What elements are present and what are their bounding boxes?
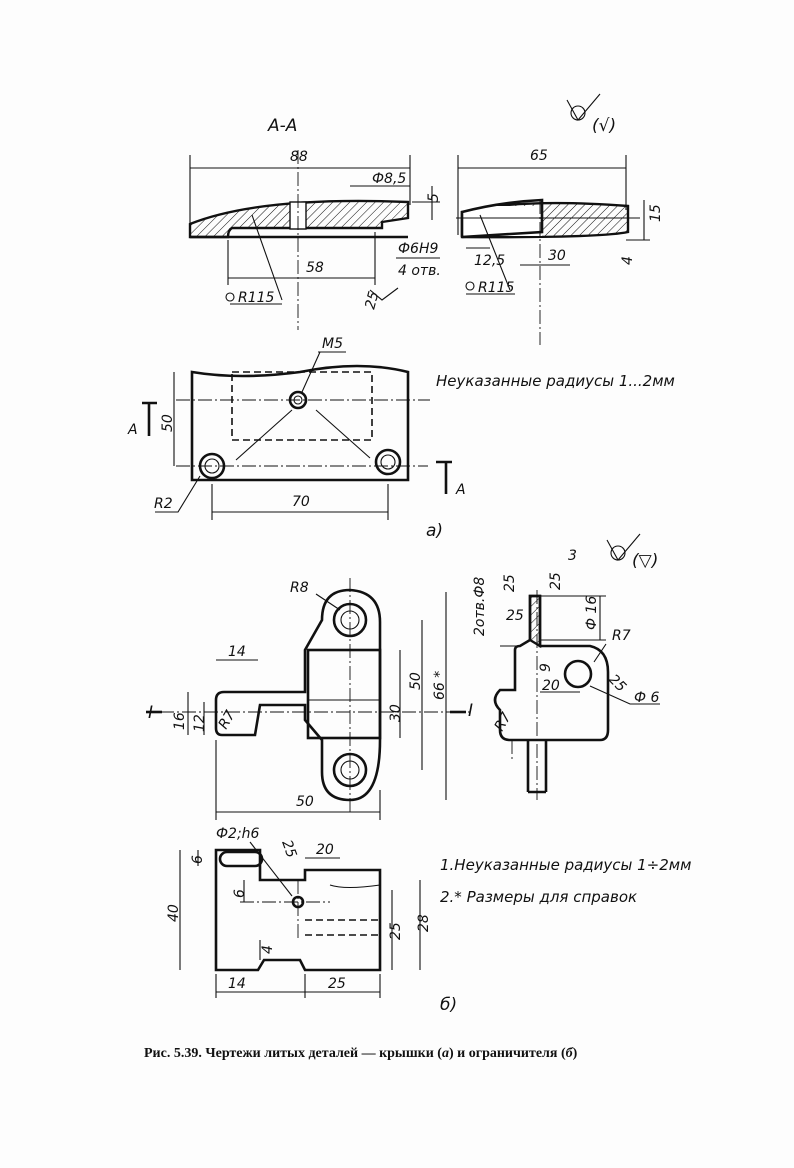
svg-text:25: 25 [506, 608, 524, 624]
part-a-plan-view: М5 50 70 R2 А А Неуказанные радиусы 1...… [127, 336, 675, 541]
svg-text:30: 30 [388, 704, 404, 722]
svg-text:25: 25 [502, 574, 518, 592]
svg-text:50: 50 [408, 672, 424, 690]
svg-text:3: 3 [568, 548, 577, 564]
svg-text:14: 14 [228, 644, 246, 660]
part-b-front-view: R8 14 16 12 R7 30 50 66 * 50 I I [146, 578, 473, 820]
svg-text:4: 4 [260, 945, 276, 954]
note-b-1: 1.Неуказанные радиусы 1÷2мм [440, 856, 691, 874]
svg-text:25: 25 [388, 922, 404, 940]
svg-text:12,5: 12,5 [474, 253, 505, 269]
mount-hole-right [374, 448, 402, 476]
svg-text:9: 9 [538, 663, 554, 672]
svg-text:(▽): (▽) [632, 551, 658, 571]
section-aa-label: А-А [267, 116, 297, 136]
view-label-a: а) [426, 521, 443, 541]
svg-text:25: 25 [278, 838, 299, 860]
svg-text:2отв.Ф8: 2отв.Ф8 [472, 577, 488, 636]
note-b-2: 2.* Размеры для справок [440, 888, 637, 906]
roughness-symbol-a: (√) [566, 93, 616, 136]
svg-text:20: 20 [542, 678, 560, 694]
view-label-b: б) [440, 995, 457, 1015]
mount-hole-left [198, 452, 226, 480]
svg-text:28: 28 [416, 914, 432, 932]
svg-text:12: 12 [192, 714, 208, 732]
svg-text:16: 16 [172, 712, 188, 730]
svg-text:Ф 6: Ф 6 [634, 690, 660, 706]
limiter-front-outline [214, 588, 382, 802]
note-radii-a: Неуказанные радиусы 1...2мм [436, 372, 675, 390]
svg-text:М5: М5 [322, 336, 343, 352]
svg-text:6: 6 [232, 889, 248, 898]
limiter-bottom-outline [214, 848, 382, 972]
part-a-section-view: А-А (√) 88 Ф8,5 5 Ф6Н9 4 отв. 58 R115 [188, 93, 664, 345]
svg-text:R7: R7 [492, 710, 515, 734]
roughness-symbol-b: (▽) [606, 533, 658, 571]
svg-text:I: I [148, 703, 153, 723]
svg-text:R115: R115 [238, 290, 275, 306]
figure-caption: Рис. 5.39. Чертежи литых деталей — крышк… [144, 1046, 578, 1061]
svg-text:4 отв.: 4 отв. [398, 263, 441, 279]
svg-text:I: I [468, 701, 473, 721]
svg-text:25: 25 [548, 572, 564, 590]
cover-hidden-pocket [231, 371, 373, 441]
svg-text:R7: R7 [216, 708, 239, 732]
svg-text:(√): (√) [592, 116, 616, 136]
svg-text:50: 50 [160, 414, 176, 432]
svg-text:5: 5 [426, 193, 442, 202]
svg-text:30: 30 [548, 248, 566, 264]
svg-text:50: 50 [296, 794, 314, 810]
svg-text:88: 88 [290, 149, 308, 165]
cover-plan-outline [190, 364, 410, 482]
svg-text:Ф8,5: Ф8,5 [372, 171, 406, 187]
part-b-bottom-view: Ф2;h6 25 20 6 6 40 4 25 28 14 25 1.Неука… [166, 826, 691, 1015]
svg-text:Ф6Н9: Ф6Н9 [398, 241, 438, 257]
svg-text:R7: R7 [612, 628, 631, 644]
svg-text:70: 70 [292, 494, 310, 510]
svg-text:40: 40 [166, 904, 182, 922]
svg-text:25: 25 [362, 290, 382, 311]
svg-text:R115: R115 [478, 280, 515, 296]
svg-text:4: 4 [620, 256, 636, 265]
svg-text:66 *: 66 * [432, 671, 448, 700]
svg-text:А: А [127, 422, 138, 438]
limiter-side-outline [493, 594, 610, 742]
svg-text:6: 6 [190, 855, 206, 864]
svg-text:Ф 16: Ф 16 [584, 596, 600, 630]
svg-text:А: А [455, 482, 466, 498]
svg-text:R8: R8 [290, 580, 309, 596]
svg-text:Ф2;h6: Ф2;h6 [216, 826, 260, 842]
svg-text:R2: R2 [154, 496, 173, 512]
svg-text:25: 25 [328, 976, 346, 992]
part-b-side-view: 2отв.Ф8 3 25 25 25 Ф 16 R7 9 20 25 Ф 6 R… [472, 533, 660, 800]
svg-text:15: 15 [648, 204, 664, 222]
svg-text:58: 58 [306, 260, 324, 276]
svg-text:65: 65 [530, 148, 548, 164]
svg-text:20: 20 [316, 842, 334, 858]
svg-text:14: 14 [228, 976, 246, 992]
